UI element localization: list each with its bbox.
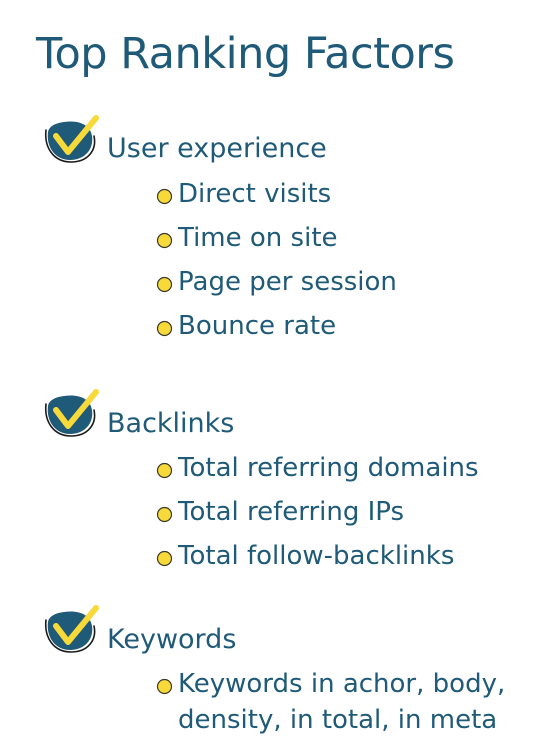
section-items: Direct visits Time on site Page per sess… — [156, 176, 397, 352]
list-item: Total referring domains — [156, 450, 479, 494]
check-badge-icon — [45, 115, 99, 163]
section-title: Keywords — [107, 624, 237, 655]
list-item-text: Total referring domains — [178, 453, 479, 483]
list-item: Total follow-backlinks — [156, 538, 479, 582]
bullet-icon — [156, 462, 173, 479]
check-badge-icon — [45, 389, 99, 437]
list-item-text: Keywords in achor, body, density, in tot… — [178, 669, 506, 735]
list-item-text: Bounce rate — [178, 311, 337, 341]
bullet-icon — [156, 188, 173, 205]
section-items: Total referring domains Total referring … — [156, 450, 479, 582]
bullet-icon — [156, 678, 173, 695]
list-item-text: Total follow-backlinks — [178, 541, 455, 571]
list-item-text: Time on site — [178, 223, 338, 253]
list-item-text: Direct visits — [178, 179, 332, 209]
section-title: User experience — [107, 133, 327, 164]
page-title: Top Ranking Factors — [36, 29, 455, 79]
section-title: Backlinks — [107, 408, 235, 439]
bullet-icon — [156, 550, 173, 567]
check-badge-icon — [45, 605, 99, 653]
list-item: Keywords in achor, body, density, in tot… — [156, 666, 516, 738]
section-items: Keywords in achor, body, density, in tot… — [156, 666, 516, 738]
list-item-text: Total referring IPs — [178, 497, 405, 527]
bullet-icon — [156, 320, 173, 337]
list-item: Time on site — [156, 220, 397, 264]
list-item-text: Page per session — [178, 267, 397, 297]
bullet-icon — [156, 232, 173, 249]
list-item: Direct visits — [156, 176, 397, 220]
list-item: Bounce rate — [156, 308, 397, 352]
list-item: Page per session — [156, 264, 397, 308]
bullet-icon — [156, 506, 173, 523]
bullet-icon — [156, 276, 173, 293]
list-item: Total referring IPs — [156, 494, 479, 538]
